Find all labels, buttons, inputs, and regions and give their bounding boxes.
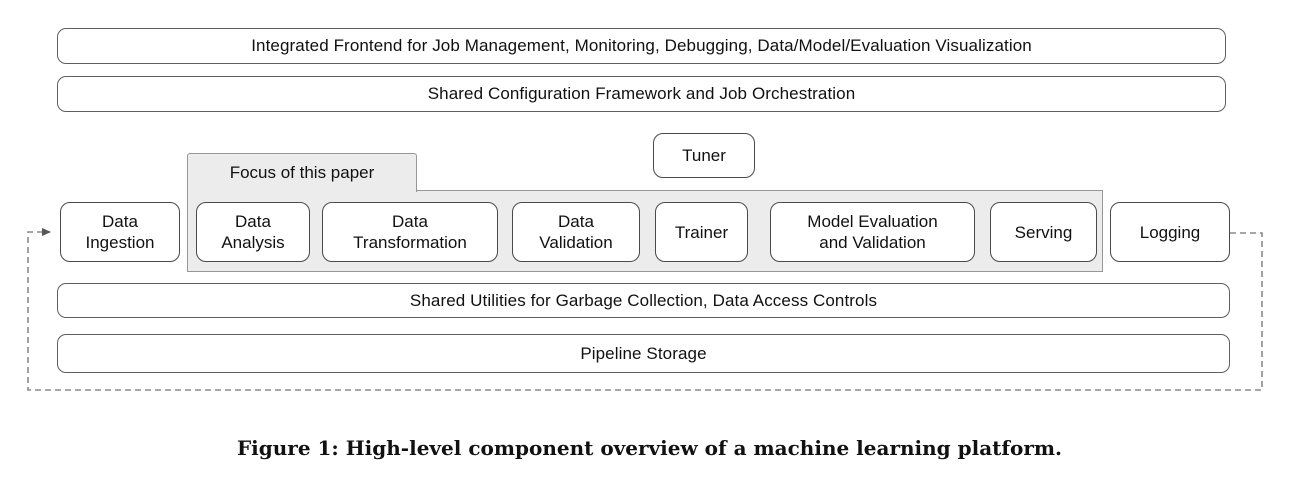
component-model-evaluation-and-validation-label: Model Evaluation and Validation [807, 212, 938, 252]
component-data-validation: Data Validation [512, 202, 640, 262]
layer-integrated-frontend-label: Integrated Frontend for Job Management, … [251, 36, 1032, 55]
layer-integrated-frontend-bar: Integrated Frontend for Job Management, … [57, 28, 1226, 64]
component-data-transformation-label: Data Transformation [353, 212, 467, 252]
component-data-analysis-label: Data Analysis [221, 212, 285, 252]
component-tuner: Tuner [653, 133, 755, 178]
layer-shared-utilities-label: Shared Utilities for Garbage Collection,… [409, 290, 878, 310]
component-logging: Logging [1110, 202, 1230, 262]
component-data-validation-label: Data Validation [539, 212, 613, 252]
focus-of-this-paper-label: Focus of this paper [229, 163, 375, 182]
component-data-analysis: Data Analysis [196, 202, 310, 262]
component-serving-label: Serving [1014, 222, 1073, 242]
component-trainer: Trainer [655, 202, 748, 262]
layer-shared-utilities-bar: Shared Utilities for Garbage Collection,… [57, 283, 1230, 318]
component-serving: Serving [990, 202, 1097, 262]
component-data-ingestion: Data Ingestion [60, 202, 180, 262]
layer-pipeline-storage-bar: Pipeline Storage [57, 334, 1230, 373]
figure-caption: Figure 1: High-level component overview … [236, 436, 1063, 460]
component-logging-label: Logging [1139, 222, 1201, 242]
focus-of-this-paper-tab: Focus of this paper [187, 153, 417, 192]
component-trainer-label: Trainer [674, 222, 729, 242]
component-data-ingestion-label: Data Ingestion [85, 212, 155, 252]
component-model-evaluation-and-validation: Model Evaluation and Validation [770, 202, 975, 262]
layer-pipeline-storage-label: Pipeline Storage [580, 343, 707, 363]
component-data-transformation: Data Transformation [322, 202, 498, 262]
component-tuner-label: Tuner [682, 146, 726, 165]
layer-shared-configuration-bar: Shared Configuration Framework and Job O… [57, 76, 1226, 112]
layer-shared-configuration-label: Shared Configuration Framework and Job O… [427, 84, 856, 103]
